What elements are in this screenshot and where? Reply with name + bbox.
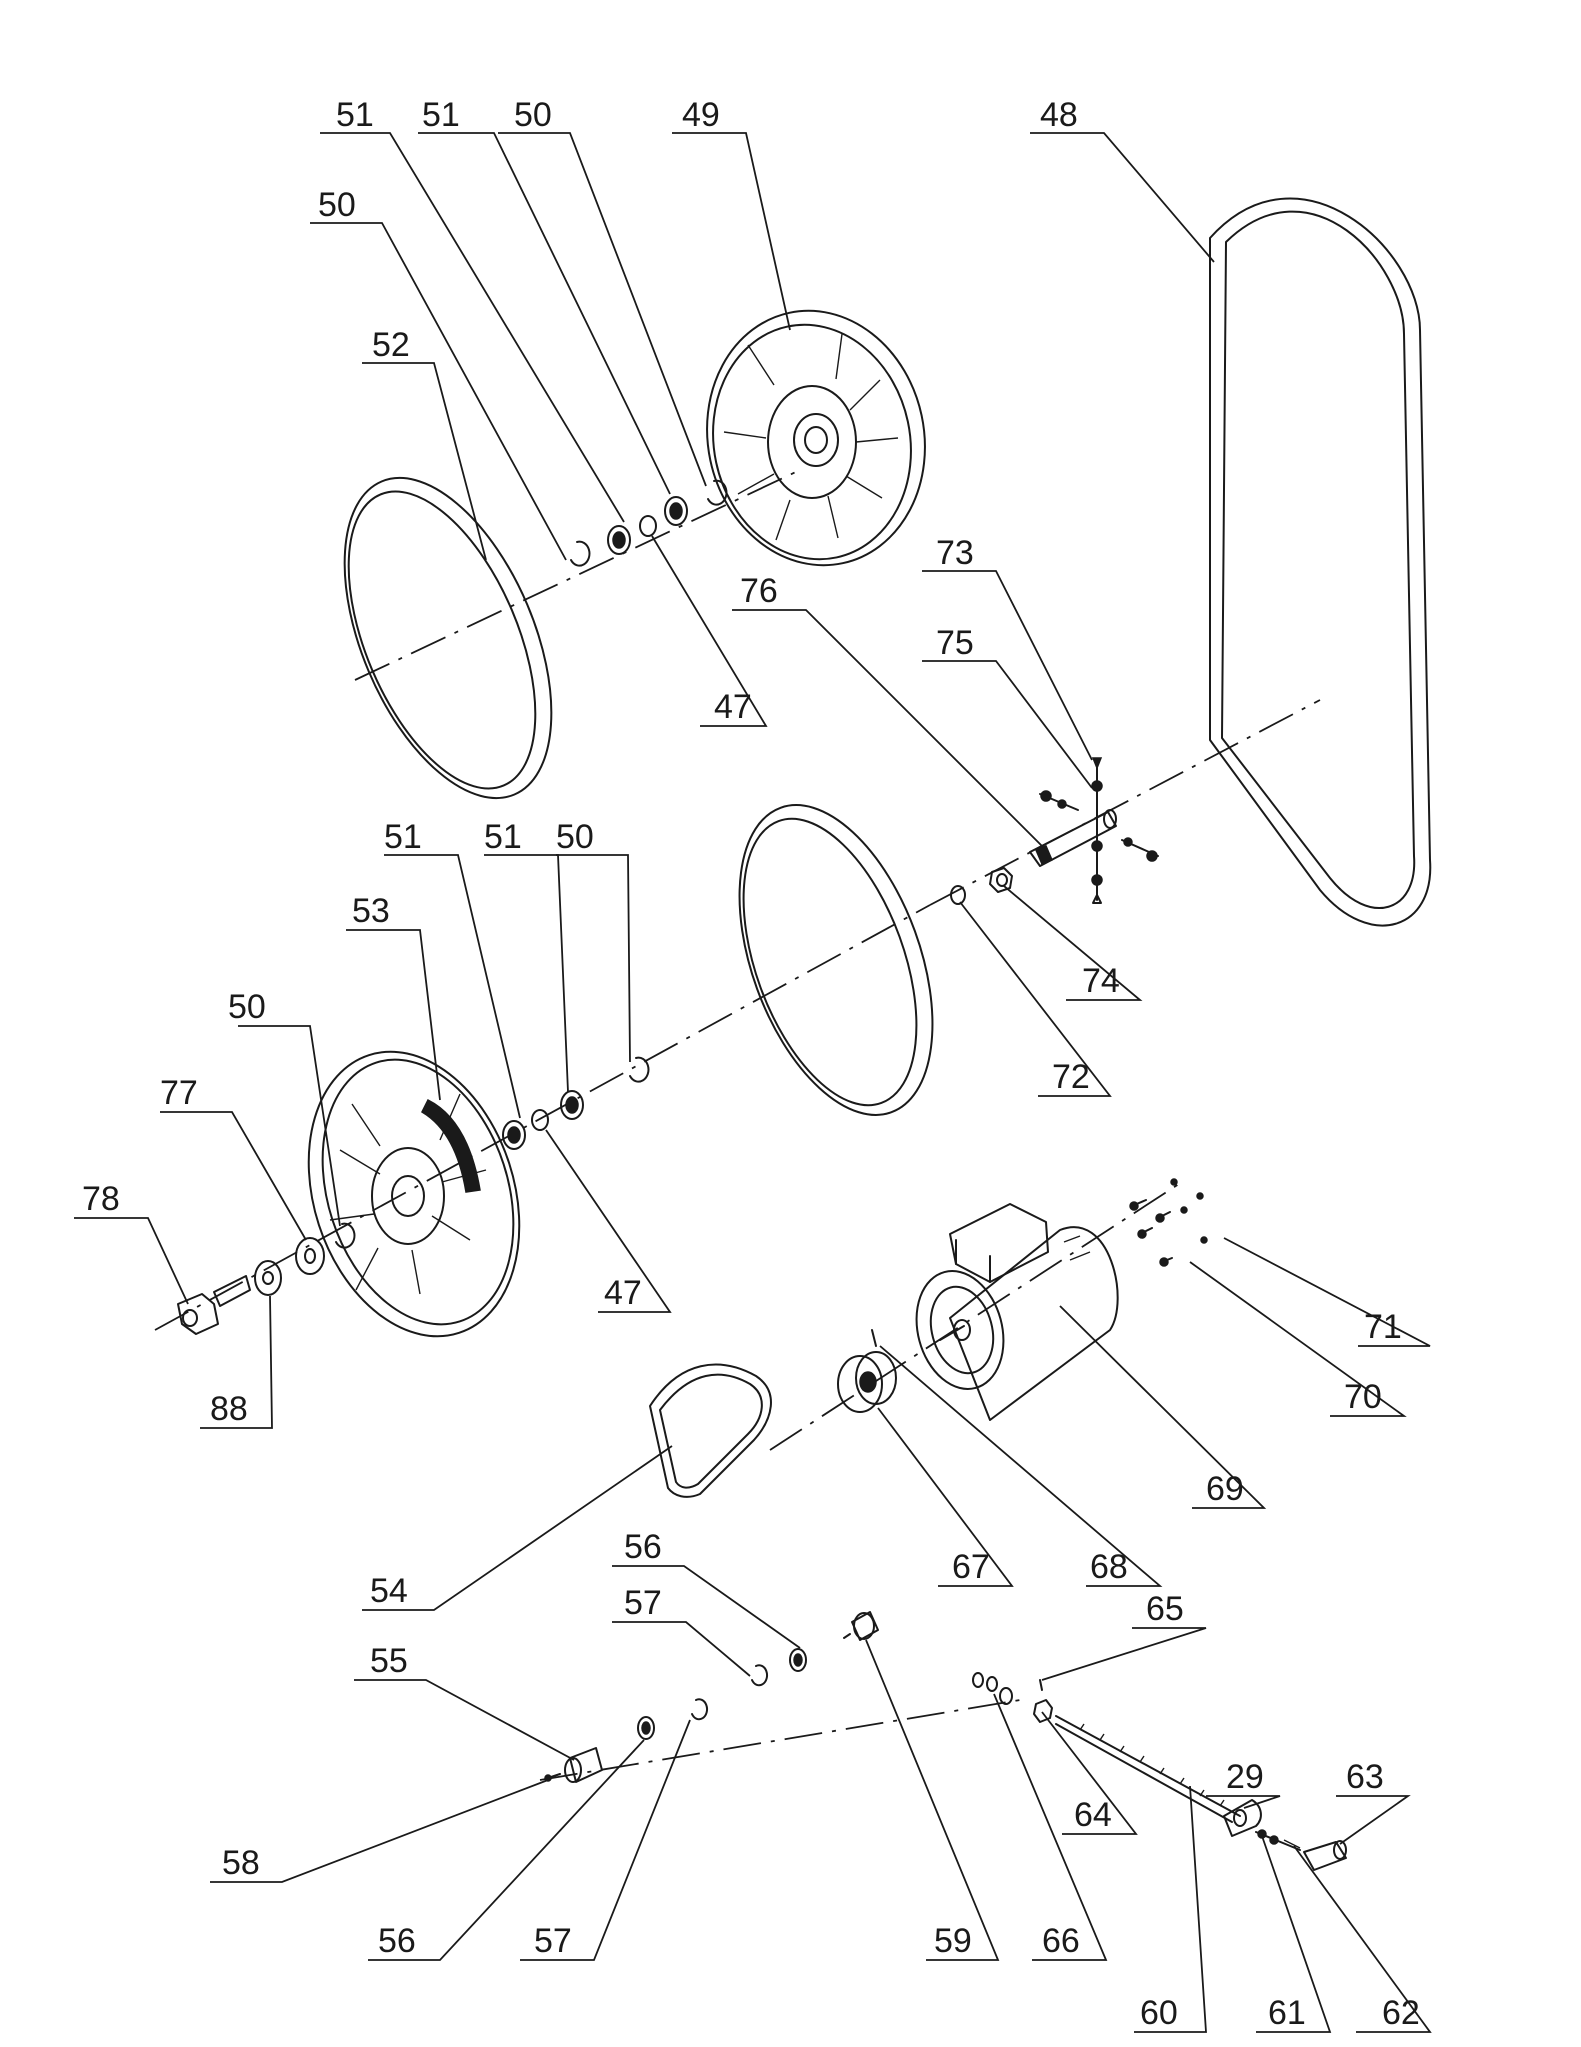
part-50-circlip-upper-right <box>707 479 728 506</box>
part-50-circlip-upper-left <box>570 540 591 567</box>
part-65-pin <box>1039 1679 1043 1691</box>
part-63-knob <box>1303 1840 1347 1871</box>
callout-49: 49 <box>682 96 720 134</box>
callout-75: 75 <box>936 624 974 662</box>
part-56-bearing-right <box>789 1648 807 1672</box>
part-58-screw <box>544 1773 561 1782</box>
part-88-washer <box>254 1260 282 1296</box>
callout-51d: 51 <box>484 818 522 856</box>
callout-71: 71 <box>1364 1308 1402 1346</box>
callout-67: 67 <box>952 1548 990 1586</box>
callout-29: 29 <box>1226 1758 1264 1796</box>
callout-56a: 56 <box>624 1528 662 1566</box>
callout-64: 64 <box>1074 1796 1112 1834</box>
callout-56b: 56 <box>378 1922 416 1960</box>
axis-tension <box>539 1699 1021 1781</box>
axis-lower-wheel <box>154 904 931 1331</box>
part-59-shaft <box>843 1611 879 1641</box>
part-49-upper-wheel <box>706 309 926 567</box>
callout-51c: 51 <box>384 818 422 856</box>
callout-numbers: 51 51 50 49 48 50 52 47 73 76 75 51 51 5… <box>82 96 1420 2032</box>
callout-59: 59 <box>934 1922 972 1960</box>
callout-62: 62 <box>1382 1994 1420 2032</box>
part-56-bearing-left <box>637 1716 655 1740</box>
callout-69: 69 <box>1206 1470 1244 1508</box>
part-73-75-bolts <box>1039 757 1159 904</box>
callout-60: 60 <box>1140 1994 1178 2032</box>
axis-motor <box>769 1179 1186 1451</box>
callout-51a: 51 <box>336 96 374 134</box>
callout-73: 73 <box>936 534 974 572</box>
part-70-71-motor-screws <box>1129 1178 1208 1267</box>
callout-76: 76 <box>740 572 778 610</box>
part-51-bearing-upper-right <box>664 496 688 526</box>
callout-57a: 57 <box>624 1584 662 1622</box>
axis-upper-wheel <box>354 469 801 681</box>
callout-78: 78 <box>82 1180 120 1218</box>
part-55-housing <box>564 1747 603 1783</box>
part-67-motor-pulley <box>837 1351 897 1413</box>
part-47-spacer-lower <box>531 1109 549 1131</box>
callout-50b: 50 <box>318 186 356 224</box>
callout-63: 63 <box>1346 1758 1384 1796</box>
part-50-circlip-lower-left <box>335 1222 356 1249</box>
part-50-circlip-lower-right <box>629 1056 650 1083</box>
axis-upper-shaft <box>929 699 1321 906</box>
part-51-bearing-lower-right <box>560 1090 584 1120</box>
callout-70: 70 <box>1344 1378 1382 1416</box>
part-53-lower-wheel <box>307 1050 521 1338</box>
part-60-threaded-rod <box>1055 1715 1241 1823</box>
part-48-blade <box>1209 197 1432 927</box>
callout-58: 58 <box>222 1844 260 1882</box>
part-29-crank-handle <box>1223 1799 1262 1837</box>
callout-53: 53 <box>352 892 390 930</box>
callout-47a: 47 <box>714 688 752 726</box>
callout-68: 68 <box>1090 1548 1128 1586</box>
callout-55: 55 <box>370 1642 408 1680</box>
callout-leaders <box>74 132 1432 2033</box>
part-74-nut <box>989 867 1013 893</box>
part-77-washer <box>295 1237 325 1275</box>
part-52-tire-upper <box>343 476 553 800</box>
part-51-bearing-upper-left <box>607 525 631 555</box>
part-51-bearing-lower-left <box>502 1120 526 1150</box>
part-57-circlip-right <box>751 1664 769 1687</box>
callout-65: 65 <box>1146 1590 1184 1628</box>
callout-88: 88 <box>210 1390 248 1428</box>
callout-50d: 50 <box>228 988 266 1026</box>
part-68-key <box>871 1329 877 1347</box>
callout-61: 61 <box>1268 1994 1306 2032</box>
callout-54: 54 <box>370 1572 408 1610</box>
part-78-bolt <box>177 1275 251 1335</box>
callout-48: 48 <box>1040 96 1078 134</box>
callout-52: 52 <box>372 326 410 364</box>
callout-50a: 50 <box>514 96 552 134</box>
callout-47b: 47 <box>604 1274 642 1312</box>
part-54-v-belt <box>649 1363 772 1498</box>
part-66-washers <box>972 1672 1013 1705</box>
callout-66: 66 <box>1042 1922 1080 1960</box>
part-76-shaft <box>1029 809 1117 867</box>
part-57-circlip-left <box>691 1698 709 1721</box>
part-61-62-handle-screw <box>1255 1829 1301 1851</box>
part-52-tire-lower <box>738 804 934 1116</box>
part-72-washer <box>950 885 966 905</box>
part-69-motor <box>915 1203 1119 1421</box>
callout-51b: 51 <box>422 96 460 134</box>
callout-77: 77 <box>160 1074 198 1112</box>
callout-57b: 57 <box>534 1922 572 1960</box>
callout-72: 72 <box>1052 1058 1090 1096</box>
part-47-spacer-upper <box>639 515 657 537</box>
callout-74: 74 <box>1082 962 1120 1000</box>
part-64-nut <box>1033 1699 1053 1723</box>
callout-50c: 50 <box>556 818 594 856</box>
